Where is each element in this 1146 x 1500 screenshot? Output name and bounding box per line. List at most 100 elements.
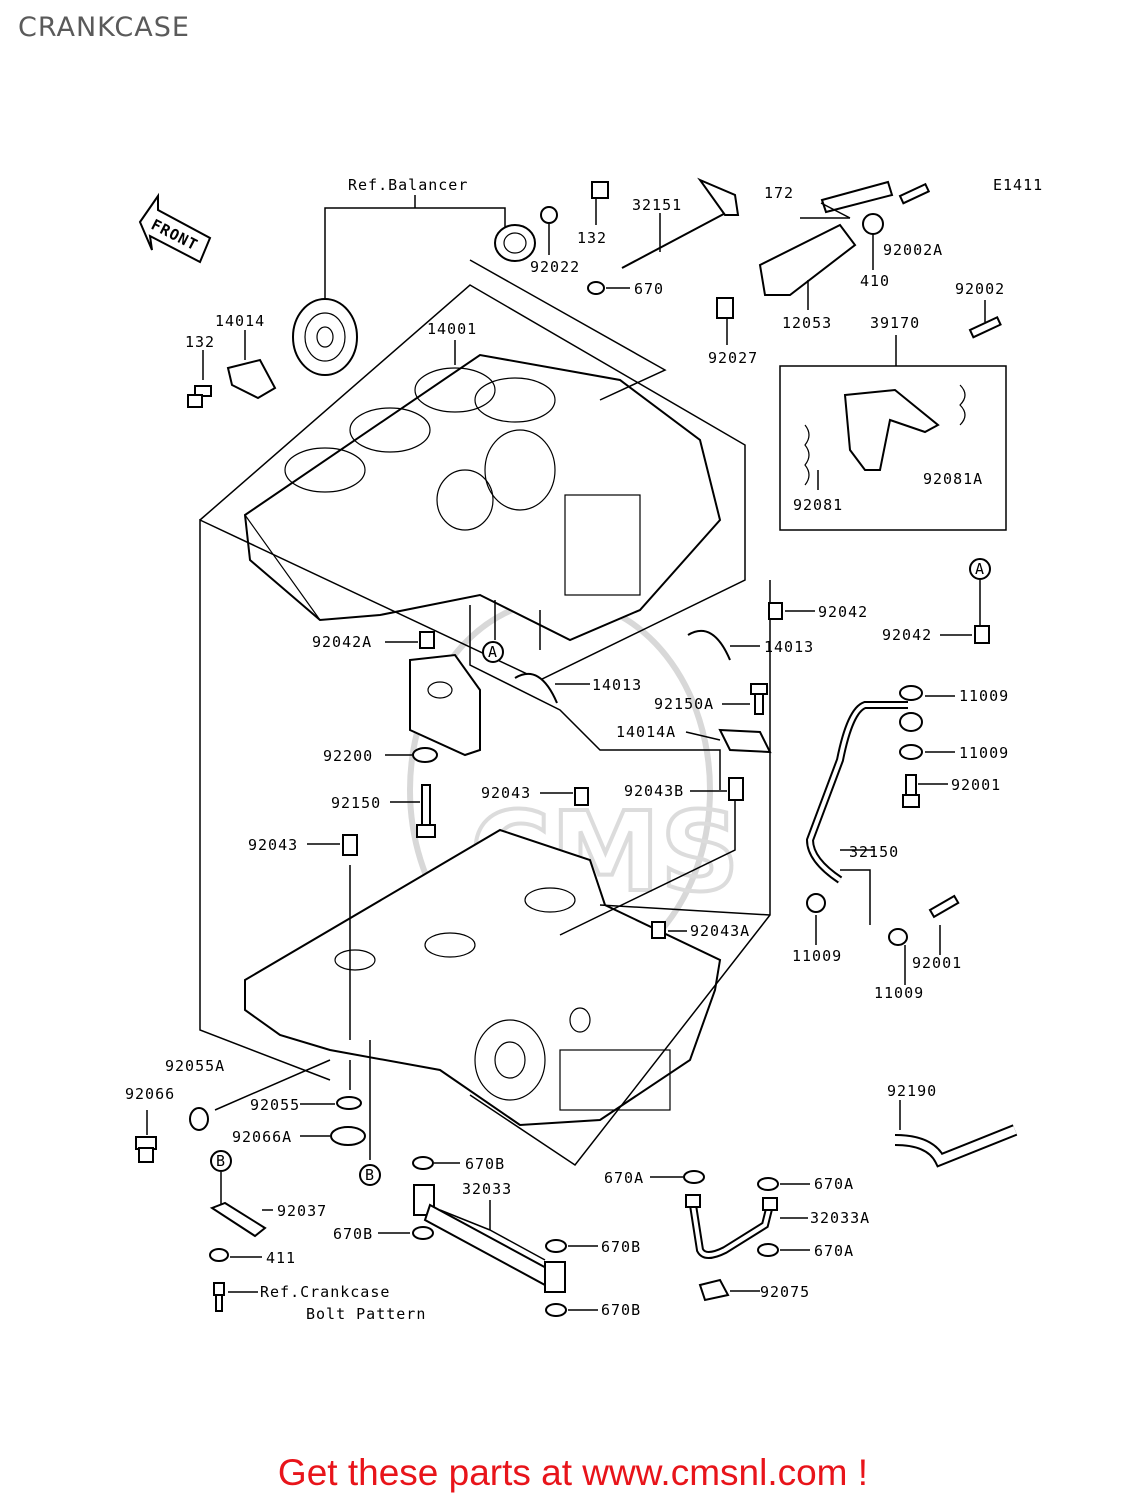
bolt-132-top <box>591 181 609 199</box>
label-92042-right: 92042 <box>882 626 932 644</box>
label-92043B: 92043B <box>624 782 684 800</box>
exploded-parts-diagram: CMS FRONT Ref.Balancer <box>125 176 1042 1323</box>
label-670B-3: 670B <box>601 1238 641 1256</box>
ring-14013-a <box>687 630 731 661</box>
plate-14014 <box>226 358 277 400</box>
label-670A-1: 670A <box>604 1169 644 1187</box>
washer-11009-3 <box>899 744 923 760</box>
label-11009-2: 11009 <box>959 744 1009 762</box>
pipe-32033A <box>685 1194 778 1259</box>
dowel-92043-mid <box>574 787 589 806</box>
dowel-92042-right <box>974 625 990 644</box>
rod-32151 <box>621 177 740 269</box>
label-92002A: 92002A <box>883 241 943 259</box>
clip-92075 <box>698 1278 730 1302</box>
bolt-92150 <box>416 784 436 838</box>
washer-92200 <box>412 747 438 763</box>
lower-crankcase <box>244 828 722 1127</box>
oring-92055A <box>189 1107 209 1131</box>
label-12053: 12053 <box>782 314 832 332</box>
label-92027: 92027 <box>708 349 758 367</box>
svg-text:A: A <box>975 560 985 578</box>
label-92042A: 92042A <box>312 633 372 651</box>
washer-11009-2 <box>899 712 923 732</box>
bolt-92150A <box>750 683 768 715</box>
svg-text:B: B <box>216 1152 226 1170</box>
label-14014A: 14014A <box>616 723 676 741</box>
label-39170: 39170 <box>870 314 920 332</box>
part-labels: E1411 172 92002A 32151 132 92022 670 410… <box>125 176 1042 1323</box>
tensioner-39170 <box>779 365 1007 531</box>
plug-92066 <box>135 1136 157 1163</box>
label-92022: 92022 <box>530 258 580 276</box>
label-92190: 92190 <box>887 1082 937 1100</box>
upper-crankcase <box>243 353 722 642</box>
oring-670B-3 <box>545 1239 567 1253</box>
marker-a-upper: A <box>482 641 504 663</box>
bolt-132-left <box>187 385 212 408</box>
plate-92037 <box>209 1201 267 1238</box>
label-92066: 92066 <box>125 1085 175 1103</box>
label-670B-1: 670B <box>465 1155 505 1173</box>
promo-link[interactable]: Get these parts at www.cmsnl.com ! <box>277 1452 869 1493</box>
label-92002: 92002 <box>955 280 1005 298</box>
label-14014: 14014 <box>215 312 265 330</box>
dowel-92027 <box>716 297 734 319</box>
label-92150A: 92150A <box>654 695 714 713</box>
label-92042: 92042 <box>818 603 868 621</box>
label-11009-3: 11009 <box>792 947 842 965</box>
crank-cap-block <box>409 653 481 757</box>
label-32151: 32151 <box>632 196 682 214</box>
washer-11009-5 <box>888 928 908 946</box>
label-410: 410 <box>860 272 890 290</box>
label-92081: 92081 <box>793 496 843 514</box>
svg-text:B: B <box>365 1166 375 1184</box>
label-132-left: 132 <box>185 333 215 351</box>
label-670: 670 <box>634 280 664 298</box>
label-172: 172 <box>764 184 794 202</box>
label-32150: 32150 <box>849 843 899 861</box>
oring-670A-3 <box>757 1243 779 1257</box>
label-92066A: 92066A <box>232 1128 292 1146</box>
oring-670A-1 <box>683 1170 705 1184</box>
washer-92022 <box>540 206 558 224</box>
label-32033A: 32033A <box>810 1209 870 1227</box>
dowel-92043 <box>342 834 358 856</box>
dowel-92042 <box>768 602 783 620</box>
label-132-top: 132 <box>577 229 607 247</box>
label-670B-4: 670B <box>601 1301 641 1319</box>
oring-670 <box>587 281 605 295</box>
label-92043A: 92043A <box>690 922 750 940</box>
label-92043-mid: 92043 <box>481 784 531 802</box>
label-92055A: 92055A <box>165 1057 225 1075</box>
ring-14013-b <box>514 673 558 704</box>
guide-12053 <box>758 223 857 296</box>
ref-bolt-pattern-label: Bolt Pattern <box>306 1305 426 1323</box>
label-14013-right: 14013 <box>764 638 814 656</box>
label-14013-left: 14013 <box>592 676 642 694</box>
label-411: 411 <box>266 1249 296 1267</box>
pipe-32033 <box>413 1184 566 1293</box>
ref-crankcase-label: Ref.Crankcase <box>260 1283 390 1301</box>
washer-11009-1 <box>899 685 923 701</box>
label-92081A: 92081A <box>923 470 983 488</box>
oring-92055 <box>336 1096 362 1110</box>
leader-lines <box>146 198 986 1311</box>
label-670A-2: 670A <box>814 1175 854 1193</box>
bolt-92001-a <box>902 774 920 808</box>
marker-a-right: A <box>969 558 991 580</box>
label-11009-4: 11009 <box>874 984 924 1002</box>
plug-92066A <box>330 1126 366 1146</box>
label-92150: 92150 <box>331 794 381 812</box>
dowel-92042A <box>419 631 435 649</box>
page-title: CRANKCASE <box>18 12 190 43</box>
label-92055: 92055 <box>250 1096 300 1114</box>
front-arrow-icon: FRONT <box>138 192 212 264</box>
label-14001: 14001 <box>427 320 477 338</box>
label-92001-a: 92001 <box>951 776 1001 794</box>
oring-670B-4 <box>545 1303 567 1317</box>
bolt-ref-crankcase <box>213 1282 225 1312</box>
label-92043-left: 92043 <box>248 836 298 854</box>
oring-670B-2 <box>412 1226 434 1240</box>
marker-b-left: B <box>210 1150 232 1172</box>
